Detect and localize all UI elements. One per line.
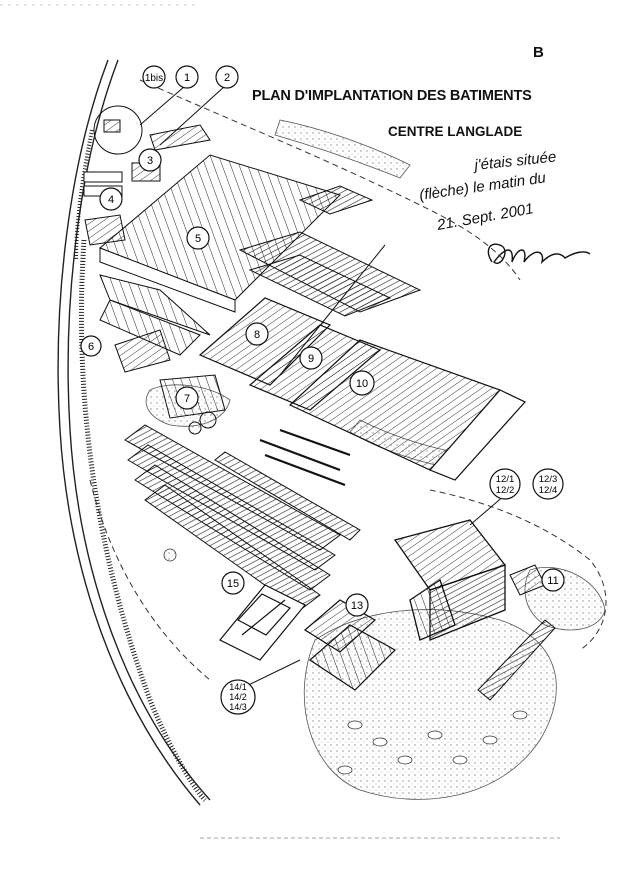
parking-rows [124, 424, 361, 611]
svg-text:12/4: 12/4 [539, 485, 558, 496]
building-14 [309, 624, 396, 691]
svg-text:14/1: 14/1 [229, 682, 247, 692]
callout-12-3-4: 12/3 12/4 [532, 468, 564, 500]
svg-text:4: 4 [108, 194, 114, 206]
site-boundary [89, 79, 607, 681]
building-4 [84, 214, 126, 246]
label-leader-12a [469, 494, 506, 526]
callout-10: 10 [349, 370, 375, 396]
svg-text:3: 3 [147, 155, 153, 167]
parking-strip-right [477, 619, 556, 701]
svg-text:7: 7 [184, 393, 190, 405]
svg-text:15: 15 [227, 578, 239, 590]
svg-text:13: 13 [351, 600, 363, 612]
svg-text:5: 5 [195, 233, 201, 245]
svg-text:6: 6 [88, 341, 94, 353]
callout-5: 5 [186, 226, 210, 250]
callout-11: 11 [541, 568, 565, 592]
svg-text:14/3: 14/3 [229, 702, 247, 712]
building-1bis-area [93, 105, 211, 155]
warehouse-row [238, 185, 422, 317]
svg-text:12/1: 12/1 [496, 474, 515, 485]
svg-text:1: 1 [184, 72, 190, 84]
callout-1bis: 1bis [142, 65, 166, 89]
callout-1: 1 [175, 65, 199, 89]
svg-text:10: 10 [356, 378, 368, 390]
callout-14: 14/1 14/2 14/3 [220, 679, 256, 715]
annotation-arrow [279, 244, 386, 376]
railway-track [57, 59, 211, 806]
page-subtitle: CENTRE LANGLADE [388, 124, 523, 139]
callout-15: 15 [221, 571, 245, 595]
svg-text:2: 2 [224, 72, 230, 84]
callout-8: 8 [245, 322, 269, 346]
label-leader-1 [139, 85, 186, 126]
callout-2: 2 [215, 65, 239, 89]
callout-4: 4 [99, 187, 123, 211]
svg-text:8: 8 [254, 329, 260, 341]
svg-text:14/2: 14/2 [229, 692, 247, 702]
building-6 [114, 329, 171, 373]
callout-12-1-2: 12/1 12/2 [489, 468, 521, 500]
label-leader-2 [159, 85, 226, 146]
svg-text:9: 9 [308, 353, 314, 365]
svg-text:1bis: 1bis [145, 73, 163, 84]
callout-7: 7 [175, 386, 199, 410]
parking-lines [259, 428, 351, 487]
building-5 [99, 154, 341, 356]
building-15 [219, 584, 306, 661]
callout-9: 9 [299, 346, 323, 370]
callout-13: 13 [345, 593, 369, 617]
park-trees [163, 548, 528, 775]
page-letter: B [533, 44, 544, 61]
svg-text:12/2: 12/2 [496, 485, 515, 496]
building-10 [288, 339, 526, 481]
page-title: PLAN D'IMPLANTATION DES BATIMENTS [252, 88, 532, 104]
svg-text:12/3: 12/3 [539, 474, 558, 485]
building-12 [393, 519, 507, 641]
signature [487, 243, 591, 265]
callout-6: 6 [80, 335, 102, 357]
callout-3: 3 [138, 148, 162, 172]
svg-text:11: 11 [547, 575, 558, 587]
